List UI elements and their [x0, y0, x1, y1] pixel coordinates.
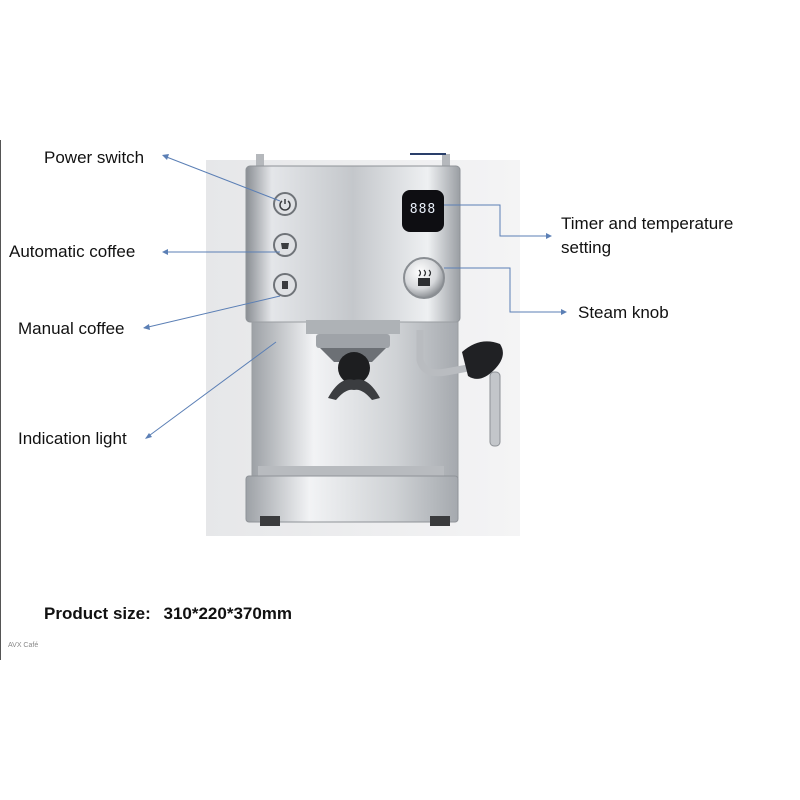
- callout-steam-knob: Steam knob: [578, 303, 669, 322]
- watermark-text: AVX Café: [8, 642, 39, 649]
- steam-wand-grip: [462, 341, 503, 379]
- display-panel: [402, 190, 444, 232]
- manual-cup-icon[interactable]: [278, 278, 292, 292]
- product-size: Product size: 310*220*370mm: [44, 604, 300, 624]
- callout-timer-temperature: Timer and temperature setting: [561, 214, 734, 257]
- top-rim-right: [442, 154, 450, 168]
- left-border-rule: [0, 140, 1, 660]
- steam-knob-icon[interactable]: [414, 266, 434, 290]
- callout-power-switch: Power switch: [44, 148, 145, 167]
- product-size-value: 310*220*370mm: [163, 604, 293, 623]
- callout-indication-light: Indication light: [18, 429, 127, 448]
- portafilter-spout: [328, 379, 380, 400]
- callout-automatic-coffee: Automatic coffee: [9, 242, 136, 261]
- coffee-cup-icon[interactable]: [278, 238, 292, 252]
- portafilter-handle: [338, 352, 370, 384]
- callout-manual-coffee: Manual coffee: [18, 319, 125, 338]
- display-digits: 888: [409, 202, 437, 217]
- power-icon[interactable]: [278, 197, 292, 211]
- drip-tray: [245, 475, 459, 523]
- product-size-label: Product size:: [44, 604, 151, 623]
